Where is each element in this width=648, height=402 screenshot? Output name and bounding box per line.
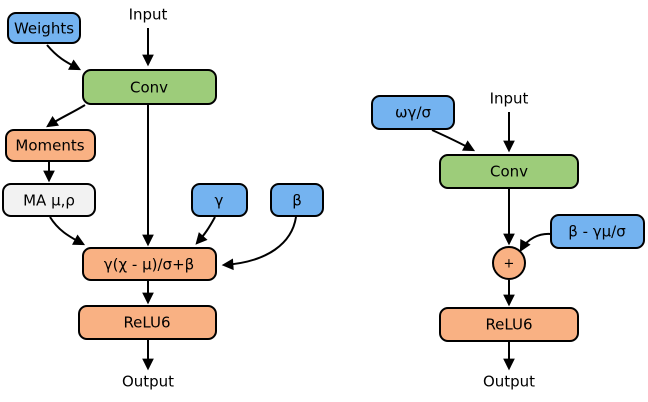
node-relu6-right-box[interactable] [439,307,579,342]
node-relu6-left[interactable]: ReLU6 [78,305,217,340]
node-moving-average-box[interactable] [2,183,96,217]
node-batchnorm-formula-box[interactable] [82,247,217,281]
label-input-left: Input [129,6,168,24]
node-weights[interactable]: Weights [7,12,81,44]
node-fused-bias[interactable]: β - γμ/σ [550,214,645,249]
edge-fused-weights-to-conv [431,129,476,152]
edge-bias-to-add [519,232,552,253]
label-input-right: Input [490,90,529,108]
node-conv-left-box[interactable] [82,69,217,105]
edge-ma-to-bn [49,216,86,246]
node-moving-average[interactable]: MA μ,ρ [2,183,96,217]
node-weights-box[interactable] [7,12,81,44]
label-output-right: Output [483,373,535,391]
node-add[interactable]: + [492,246,526,280]
node-conv-right[interactable]: Conv [439,154,579,189]
node-fused-weights-box[interactable] [371,95,455,130]
node-fused-weights[interactable]: ωγ/σ [371,95,455,130]
node-fused-bias-box[interactable] [550,214,645,249]
node-conv-left[interactable]: Conv [82,69,217,105]
node-beta-box[interactable] [270,183,324,217]
edge-weights-to-conv [46,44,82,71]
label-output-left: Output [122,373,174,391]
node-relu6-right[interactable]: ReLU6 [439,307,579,342]
node-beta[interactable]: β [270,183,324,217]
node-moments-box[interactable] [5,129,96,162]
edge-gamma-to-bn [195,216,216,245]
node-gamma-box[interactable] [191,183,248,217]
node-batchnorm-formula[interactable]: γ(χ - μ)/σ+β [82,247,217,281]
edge-beta-to-bn [221,216,297,271]
node-add-circle[interactable] [492,246,526,280]
edge-conv-to-moments [46,104,86,128]
node-add-label: + [504,257,515,272]
right-graph-edges [431,112,552,371]
node-conv-right-box[interactable] [439,154,579,189]
node-moments[interactable]: Moments [5,129,96,162]
node-gamma[interactable]: γ [191,183,248,217]
left-graph-edges [43,28,297,371]
node-relu6-left-box[interactable] [78,305,217,340]
